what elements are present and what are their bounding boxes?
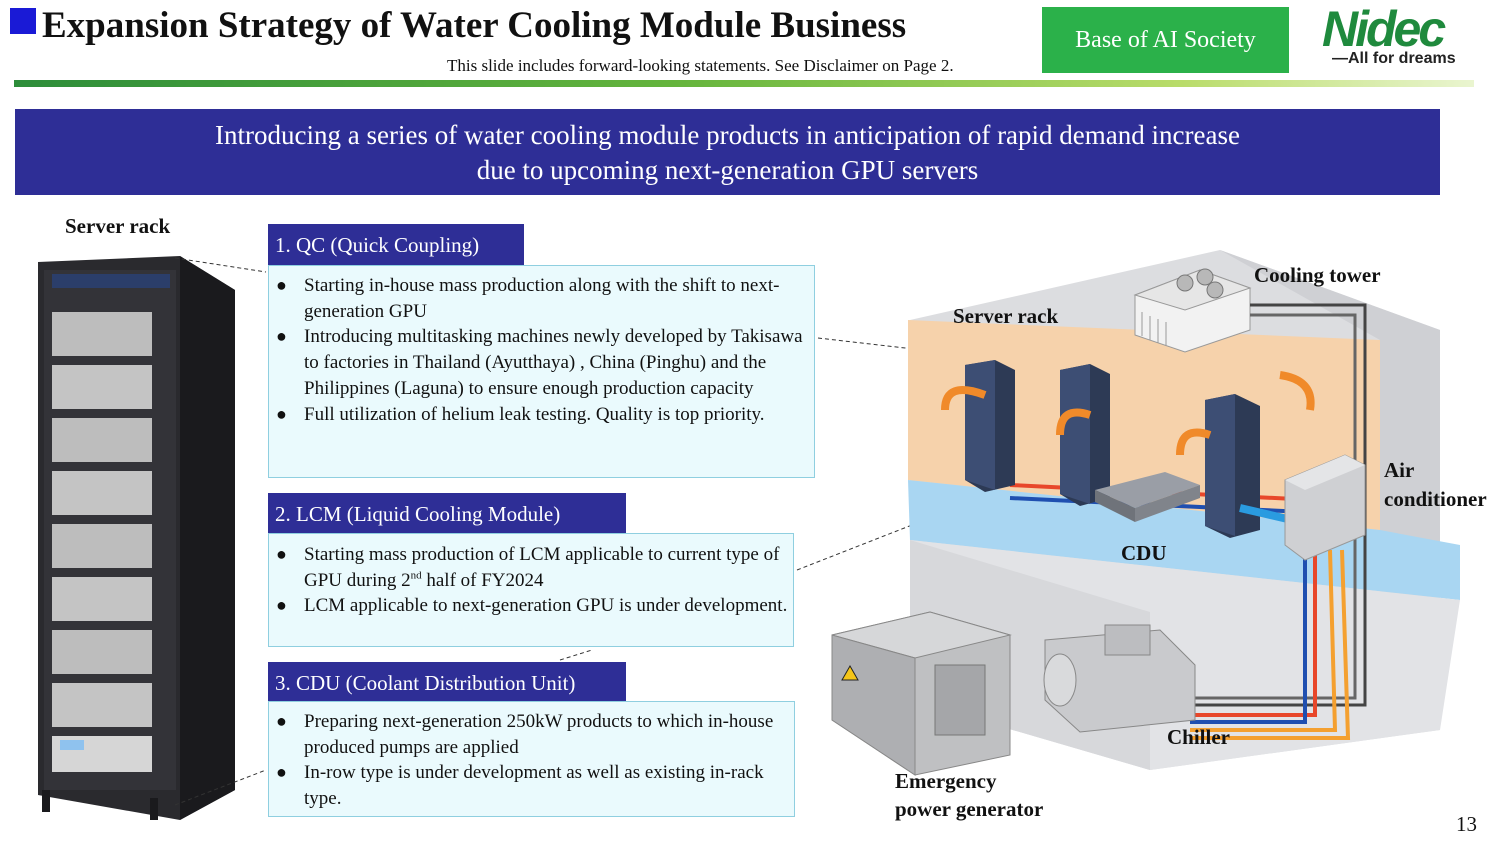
section-3-heading: 3. CDU (Coolant Distribution Unit) <box>268 662 626 702</box>
hot-air-arrow-3 <box>1176 428 1212 456</box>
raised-floor-zone <box>908 480 1460 600</box>
server-rack-image <box>38 256 235 820</box>
chiller-label: Chiller <box>1167 725 1230 749</box>
section-1-bullet-3: Full utilization of helium leak testing.… <box>269 402 814 428</box>
chiller-icon <box>1043 624 1196 733</box>
section-2-box: Starting mass production of LCM applicab… <box>268 533 794 647</box>
emergency-generator-icon <box>831 611 1012 776</box>
server-rack-label: Server rack <box>65 214 171 238</box>
logo-tagline: —All for dreams <box>1332 50 1456 68</box>
summary-banner: Introducing a series of water cooling mo… <box>15 109 1440 195</box>
bullet-text: Starting mass production of LCM applicab… <box>304 544 780 591</box>
tagline-text: All for dreams <box>1348 50 1456 67</box>
section-2-heading: 2. LCM (Liquid Cooling Module) <box>268 493 626 534</box>
server-room-zone <box>908 320 1380 530</box>
section-1-box: Starting in-house mass production along … <box>268 265 815 478</box>
banner-line-1: Introducing a series of water cooling mo… <box>215 120 1240 150</box>
datacenter-illustration <box>831 250 1460 776</box>
section-2-bullet-2: LCM applicable to next-generation GPU is… <box>269 593 793 619</box>
banner-line-2: due to upcoming next-generation GPU serv… <box>476 155 979 185</box>
cooling-tower-icon <box>1133 268 1252 353</box>
section-3-box: Preparing next-generation 250kW products… <box>268 701 795 817</box>
pipe-orange <box>1190 549 1338 732</box>
disclaimer-text: This slide includes forward-looking stat… <box>447 56 954 75</box>
section-2-bullet-1: Starting mass production of LCM applicab… <box>269 542 793 593</box>
page-title: Expansion Strategy of Water Cooling Modu… <box>42 5 907 46</box>
category-badge: Base of AI Society <box>1042 7 1289 73</box>
server-rack-icon-1 <box>965 360 1015 492</box>
section-1-bullet-2: Introducing multitasking machines newly … <box>269 324 814 401</box>
generator-label-1: Emergency <box>895 769 997 793</box>
header-rule <box>14 80 1474 87</box>
air-conditioner-icon <box>1284 454 1366 561</box>
hot-air-arrow-1 <box>941 386 987 411</box>
nidec-logo: Nidec <box>1322 1 1446 57</box>
air-label: Air <box>1384 458 1415 482</box>
hot-air-arrow-2 <box>1056 408 1092 436</box>
generator-label-2: power generator <box>895 797 1044 821</box>
section-1-heading: 1. QC (Quick Coupling) <box>268 224 524 266</box>
warning-icon <box>841 664 859 681</box>
section-1-bullet-1: Starting in-house mass production along … <box>269 273 814 324</box>
server-rack-icon-2 <box>1060 364 1110 506</box>
server-rack-diagram-label: Server rack <box>953 304 1059 328</box>
section-3-bullet-1: Preparing next-generation 250kW products… <box>269 709 794 760</box>
conditioner-label: conditioner <box>1384 487 1487 511</box>
ordinal-suffix: nd <box>410 569 422 582</box>
server-rack-icon-3 <box>1205 394 1260 538</box>
bullet-text-tail: half of FY2024 <box>421 569 544 591</box>
cdu-label: CDU <box>1121 541 1167 565</box>
hot-air-arrow-4 <box>1279 371 1315 411</box>
tagline-swoosh-icon: — <box>1332 50 1348 67</box>
title-marker <box>10 8 36 34</box>
section-3-bullet-2: In-row type is under development as well… <box>269 760 794 811</box>
cdu-unit-icon <box>1095 472 1200 522</box>
cooling-tower-label: Cooling tower <box>1254 263 1381 287</box>
pipe-orange-2 <box>1190 549 1351 740</box>
rack-units <box>52 312 152 772</box>
page-number: 13 <box>1456 812 1477 836</box>
